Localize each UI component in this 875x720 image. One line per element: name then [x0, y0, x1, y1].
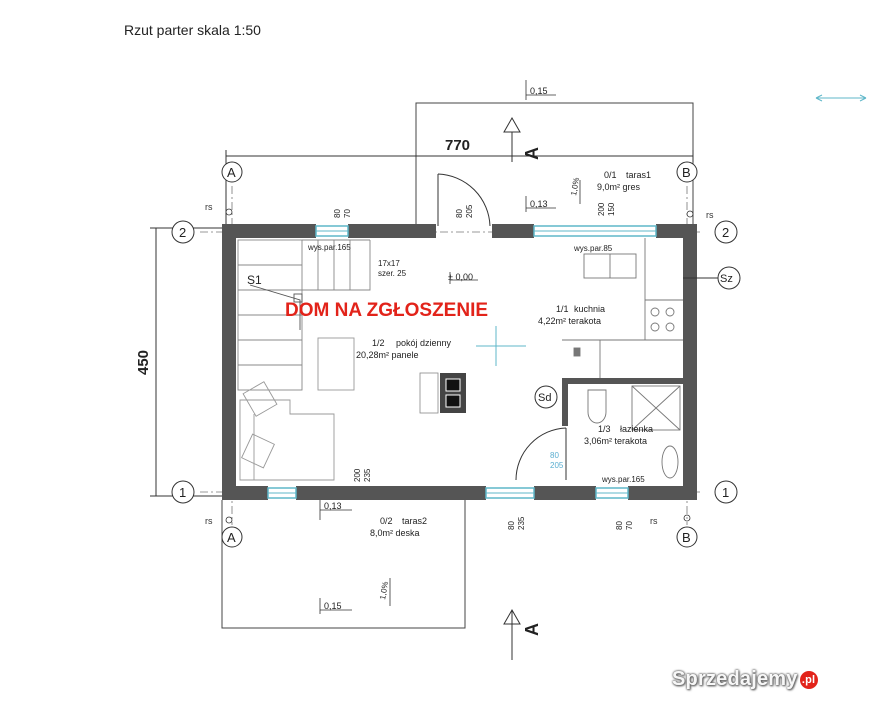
bottom-window1-h: 235: [363, 468, 372, 482]
axis-a-bottom: A: [227, 530, 236, 545]
room-lazienka: 1/3 łazienka 3,06m² terakota: [584, 424, 653, 446]
bath-door-h: 205: [550, 461, 564, 470]
windows: [267, 225, 657, 499]
terrace-bottom-outline: [221, 500, 466, 629]
axis-1-left: 1: [179, 485, 186, 500]
walls: [222, 224, 697, 500]
level-terrace-bottom: 0,15: [324, 601, 342, 611]
bath-sill: wys.par.165: [601, 475, 645, 484]
bottom-window2-w: 80: [615, 521, 624, 530]
window-panes: [268, 230, 656, 494]
top-window1-h: 70: [343, 209, 352, 218]
section-label-top: A: [522, 147, 542, 160]
room-kuchnia-area: 4,22m² terakota: [538, 316, 601, 326]
rs-bottom-left: rs: [205, 516, 213, 526]
stairs-steps: 17x17: [378, 259, 400, 268]
room-lazienka-area: 3,06m² terakota: [584, 436, 647, 446]
room-pokoj-number: 1/2: [372, 338, 385, 348]
slope-bottom: 1,0%: [378, 581, 390, 601]
kitchen-sill: wys.par.85: [573, 244, 613, 253]
room-pokoj-area: 20,28m² panele: [356, 350, 419, 360]
dimension-width: [225, 150, 694, 230]
section-marker-top: [503, 116, 521, 162]
room-taras2-number: 0/2: [380, 516, 393, 526]
section-label-bottom: A: [522, 623, 542, 636]
rs-top-right: rs: [706, 210, 714, 220]
bottom-window2-h: 70: [625, 521, 634, 530]
room-taras1-number: 0/1: [604, 170, 617, 180]
entry-door: [437, 173, 491, 227]
terrace-door-h: 235: [517, 516, 526, 530]
rs-top-left: rs: [205, 202, 213, 212]
room-arrows: [476, 94, 867, 366]
furniture: [239, 337, 355, 481]
axis-b-bottom: B: [682, 530, 691, 545]
room-kuchnia-number: 1/1: [556, 304, 569, 314]
tag-chimney: Sz: [720, 273, 733, 285]
stove: [419, 372, 466, 414]
room-pokoj: 1/2 pokój dzienny 20,28m² panele: [356, 338, 452, 360]
level-entrance: 0,15: [530, 86, 548, 96]
dimension-width-label: 770: [445, 137, 470, 154]
watermark-brand: Sprzedajemy: [672, 668, 798, 690]
watermark-suffix: .pl: [799, 670, 818, 689]
terrace-door-w: 80: [507, 521, 516, 530]
axis-2-left: 2: [179, 225, 186, 240]
stairs-label: S1: [247, 273, 262, 287]
slope-arrows: [389, 180, 581, 606]
room-taras2-name: taras2: [402, 516, 427, 526]
watermark-logo: Sprzedajemy.pl: [672, 668, 818, 691]
room-kuchnia: 1/1 kuchnia 4,22m² terakota: [538, 304, 605, 326]
kitchen: [562, 238, 683, 378]
entry-door-w: 80: [455, 209, 464, 218]
tag-vent: Sd: [538, 392, 551, 404]
bathroom-door: [515, 427, 567, 481]
room-taras1-name: taras1: [626, 170, 651, 180]
room-taras2: 0/2 taras2 8,0m² deska: [370, 516, 427, 538]
entry-door-h: 205: [465, 204, 474, 218]
room-taras2-area: 8,0m² deska: [370, 528, 420, 538]
top-window1-w: 80: [333, 209, 342, 218]
axis-bubbles: [171, 161, 741, 548]
axis-2-right: 2: [722, 225, 729, 240]
room-taras1: 0/1 taras1 9,0m² gres: [597, 170, 651, 192]
level-floor: ± 0,00: [448, 272, 473, 282]
bottom-window1-w: 200: [353, 468, 362, 482]
bathroom-fixtures: [587, 385, 681, 479]
level-step-bottom: 0,13: [324, 501, 342, 511]
rs-markers: [225, 208, 694, 524]
slope-top: 1,0%: [569, 177, 581, 197]
bath-door-w: 80: [550, 451, 559, 460]
axis-1-right: 1: [722, 485, 729, 500]
section-marker-bottom: [503, 608, 521, 660]
top-window2-w: 200: [597, 202, 606, 216]
rs-bottom-right: rs: [650, 516, 658, 526]
room-lazienka-number: 1/3: [598, 424, 611, 434]
room-taras1-area: 9,0m² gres: [597, 182, 641, 192]
level-step-top: 0,13: [530, 199, 548, 209]
page-title: Rzut parter skala 1:50: [124, 22, 261, 38]
top-window2-h: 150: [607, 202, 616, 216]
axis-b-top: B: [682, 165, 691, 180]
level-marks: [319, 80, 556, 614]
dimension-height: [150, 227, 226, 497]
room-pokoj-name: pokój dzienny: [396, 338, 452, 348]
room-lazienka-name: łazienka: [620, 424, 653, 434]
axis-a-top: A: [227, 165, 236, 180]
stairs-sill: wys.par.165: [307, 243, 351, 252]
stamp-text: DOM NA ZGŁOSZENIE: [285, 300, 488, 321]
room-kuchnia-name: kuchnia: [574, 304, 605, 314]
stairs: [237, 239, 371, 391]
stairs-width: szer. 25: [378, 269, 407, 278]
dimension-height-label: 450: [135, 350, 152, 375]
